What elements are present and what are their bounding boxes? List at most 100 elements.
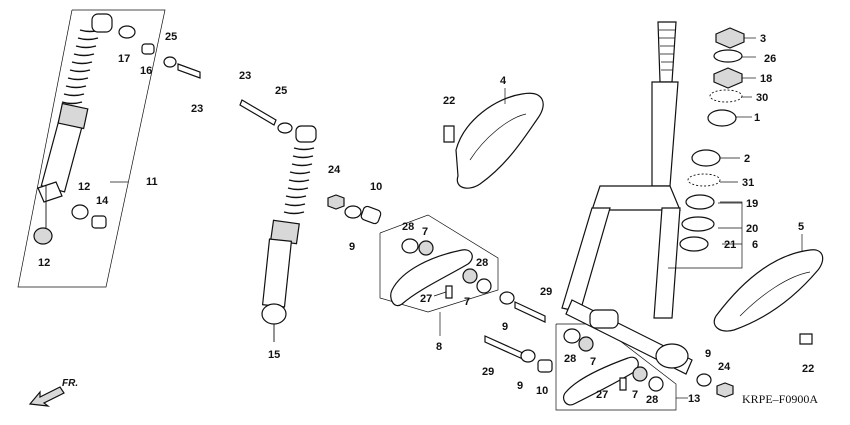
callout-14: 14 [96,195,109,207]
left-shock-lower-eye [37,181,63,203]
cover-4 [455,92,544,189]
callout-7d: 7 [632,389,638,401]
bushing-28-upper-b [476,278,492,294]
callout-19: 19 [746,198,758,210]
fork-bracket [589,309,619,329]
covers [443,92,824,345]
leader-lines [110,37,803,399]
collar-10-lower [537,359,553,373]
callout-28c: 28 [564,353,576,365]
callout-5: 5 [798,221,804,233]
dust-seal-19 [685,194,715,210]
bolt-22-upper [443,125,455,143]
callout-12b: 12 [38,257,50,269]
callout-1: 1 [754,112,760,124]
drawing-code: KRPE–F0900A [742,392,818,406]
callout-16: 16 [140,65,152,77]
cone-race-1 [707,109,737,127]
cover-5 [713,249,824,332]
callout-8: 8 [436,341,442,353]
left-shock-boot [57,102,89,130]
callout-labels: 1 2 3 4 5 6 7 7 7 7 8 9 9 9 9 10 10 11 1… [38,31,814,406]
bolt-29-upper [514,301,546,323]
nut-24-upper [327,194,345,210]
race-21 [679,236,709,252]
nut-24-lower [716,382,734,398]
nut-3 [715,27,745,49]
left-shock-lower-body [40,117,84,193]
callout-15: 15 [268,349,280,361]
callout-10a: 10 [370,181,382,193]
callout-29b: 29 [482,366,494,378]
front-direction-indicator: FR. [28,378,78,407]
front-arrow-icon [28,386,65,407]
callout-28d: 28 [646,394,658,406]
callout-21: 21 [724,239,736,251]
callout-27b: 27 [596,389,608,401]
race-20 [681,216,715,232]
washer-25-right [277,122,293,134]
washer-26 [713,49,743,63]
callout-7b: 7 [464,296,470,308]
callout-7a: 7 [422,226,428,238]
group-outline-6 [668,201,743,269]
washer-9-right [696,373,712,387]
left-shock-assembly [17,9,201,288]
bushing-7-upper-a [418,240,434,256]
link-plate-8 [390,249,473,307]
fork-right-leg [653,207,681,319]
bushing-12-upper [71,204,89,220]
bushing-7-lower-a [578,336,594,352]
bolt-22-lower [799,333,813,345]
callout-2: 2 [744,153,750,165]
washer-9-upper [344,205,362,219]
ball-race-30 [709,89,743,103]
callout-7c: 7 [590,356,596,368]
bushing-28-lower-b [648,376,664,392]
washer-9-mid [499,291,515,305]
right-shock-assembly [239,99,317,342]
washer-9-lower [520,349,536,363]
ball-race-31 [687,173,721,187]
callout-17: 17 [118,53,130,65]
callout-28a: 28 [402,221,414,233]
callout-26: 26 [764,53,776,65]
callout-23a: 23 [191,103,203,115]
callout-22a: 22 [443,95,455,107]
callout-24b: 24 [718,361,731,373]
grease-nipple-27-lower [619,377,627,391]
group-outline-11 [17,9,166,288]
bushing-12-lower [33,227,53,245]
cone-race-2 [691,149,721,167]
callout-9a: 9 [349,241,355,253]
washer-25 [163,56,177,68]
steering-stem-tube [651,81,679,187]
callout-24a: 24 [328,164,341,176]
callout-18: 18 [760,73,772,85]
right-shock-spring [283,147,315,215]
collar-10-upper [360,205,382,225]
callout-6: 6 [752,239,758,251]
bushing-17 [118,25,136,39]
fork-left-leg [561,207,611,313]
callout-11: 11 [146,176,158,188]
bolt-29-lower [484,335,526,361]
bushing-28-lower-a [563,328,581,344]
upper-link-assembly [327,194,546,323]
nut-18 [713,67,743,89]
callout-29a: 29 [540,286,552,298]
callout-22b: 22 [802,363,814,375]
bolt-23-right [239,99,277,126]
left-shock-upper-mount [91,13,113,33]
fork-pivot [655,343,689,369]
front-fork [561,21,693,375]
callout-30: 30 [756,92,768,104]
callout-23b: 23 [239,70,251,82]
callout-31: 31 [742,177,754,189]
callout-20: 20 [746,223,758,235]
bushing-7-upper-b [462,268,478,284]
bushing-7-lower-b [632,366,648,382]
callout-9b: 9 [502,321,508,333]
steering-bearing-stack [668,27,745,269]
